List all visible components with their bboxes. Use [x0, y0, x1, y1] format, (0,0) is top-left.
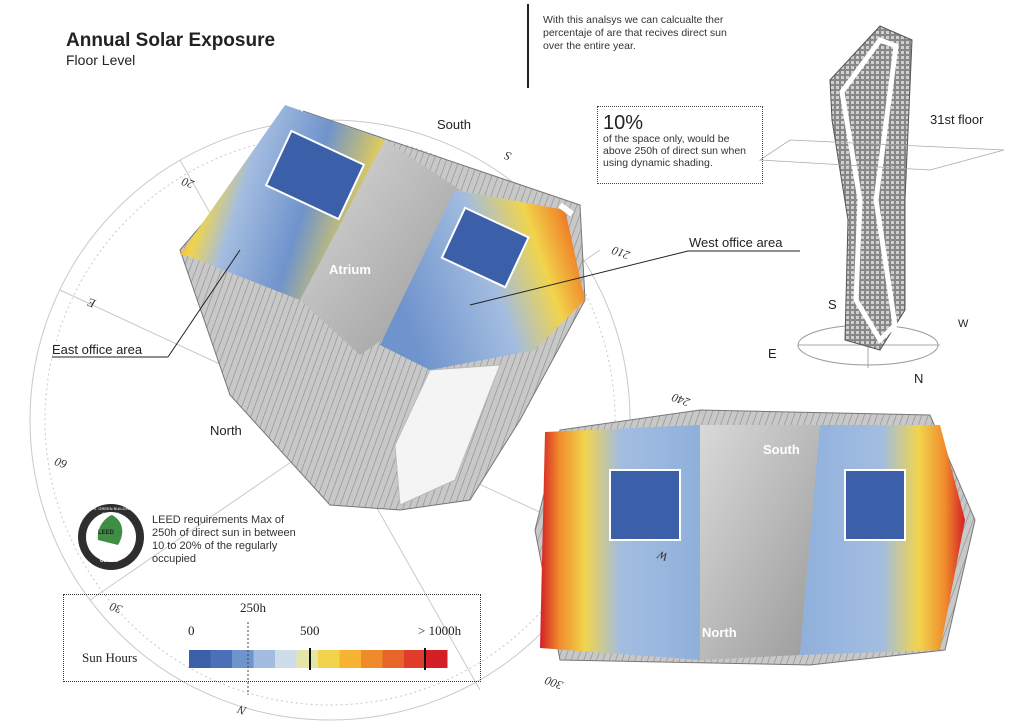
legend-swatch	[253, 650, 276, 668]
legend-swatch	[275, 650, 297, 668]
page-subtitle: Floor Level	[66, 52, 136, 68]
legend-swatch	[404, 650, 426, 668]
west-leader	[469, 250, 689, 306]
legend-swatch	[361, 650, 383, 668]
label-south-bottom: South	[763, 442, 800, 457]
tower-31st-floor	[758, 25, 1005, 368]
label-31st-floor: 31st floor	[930, 112, 984, 127]
label-atrium: Atrium	[329, 262, 371, 277]
label-east-office: East office area	[52, 342, 143, 357]
legend-swatch	[296, 650, 319, 668]
tower-compass-w: W	[958, 318, 969, 330]
leed-mark: LEED	[98, 530, 115, 536]
leed-requirements-text: LEED requirements Max of 250h of direct …	[152, 514, 296, 565]
note-text: of the space only, would be above 250h o…	[603, 133, 747, 169]
legend-swatch	[382, 650, 405, 668]
leed-logo	[78, 504, 144, 570]
label-north-bottom: North	[702, 625, 737, 640]
note-percent: 10%	[603, 112, 644, 134]
tower-compass-n: N	[914, 371, 924, 386]
east-leader	[167, 249, 241, 358]
legend-box	[63, 594, 481, 682]
leed-usgbc: USGBC	[100, 558, 119, 564]
legend-tick-label-0: 0	[188, 623, 195, 638]
legend-swatch	[210, 650, 233, 668]
legend-tick-label-250h: 250h	[240, 600, 266, 615]
legend-swatch	[425, 650, 448, 668]
legend-caption: Sun Hours	[82, 650, 138, 665]
legend-swatch	[339, 650, 362, 668]
legend-swatch	[189, 650, 211, 668]
intro-text: With this analsys we can calcualte ther …	[543, 14, 727, 52]
label-south-top: South	[437, 117, 471, 132]
page-title: Annual Solar Exposure	[66, 30, 276, 51]
top-building	[179, 94, 586, 511]
dynamic-shading-note: 10% of the space only, would be above 25…	[597, 106, 763, 184]
legend-tick-label-500: 500	[300, 623, 320, 638]
legend-color-scale	[189, 650, 448, 668]
bottom-building	[534, 409, 976, 666]
tower-compass-s: S	[828, 297, 837, 312]
legend-swatch	[318, 650, 340, 668]
leed-ring-text: U.S. GREEN BUILDING COUNCIL	[89, 506, 133, 516]
label-north-top: North	[210, 423, 242, 438]
label-west-office: West office area	[689, 235, 783, 250]
tower-compass-e: E	[768, 346, 777, 361]
legend-tick-label-1000h: > 1000h	[418, 623, 462, 638]
